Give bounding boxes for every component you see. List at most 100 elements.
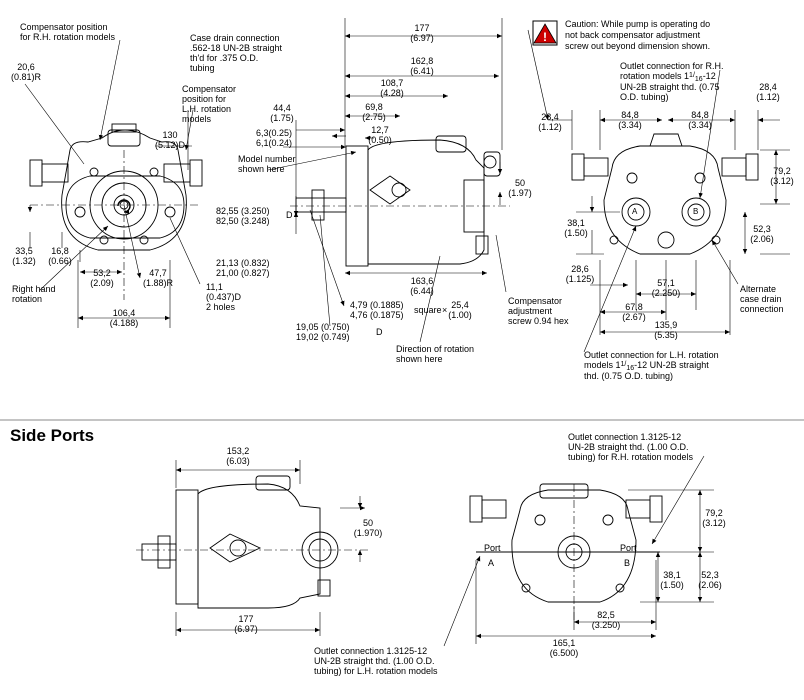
dim-135-9: 135,9 bbox=[654, 320, 678, 330]
sp-dim-6-03: (6.03) bbox=[226, 456, 250, 466]
dim-28-4-right: 28,4 bbox=[759, 82, 777, 92]
label-compensator-adj-1: Compensator bbox=[508, 296, 563, 306]
label-compensator-rh-1: Compensator position bbox=[20, 22, 108, 32]
label-compensator-lh-1: Compensator bbox=[182, 84, 237, 94]
dim-0-66: (0.66) bbox=[48, 256, 72, 266]
sp-dim-79-2: 79,2 bbox=[705, 508, 723, 518]
sp-label-outlet-rh-1: Outlet connection 1.3125-12 bbox=[568, 432, 682, 442]
rear-view-dimensions bbox=[527, 29, 790, 353]
label-outlet-rh-2: rotation models 11/16-12 bbox=[620, 71, 716, 83]
dim-3-34-right: (3.34) bbox=[688, 120, 712, 130]
sp-dim-52-3: 52,3 bbox=[701, 570, 719, 580]
sp-port-a-letter: A bbox=[488, 558, 495, 568]
dim-84-8-left: 84,8 bbox=[621, 110, 639, 120]
sp-label-outlet-rh-3: tubing) for R.H. rotation models bbox=[568, 452, 694, 462]
dim-4-76: 4,76 (0.1875) bbox=[350, 310, 404, 320]
label-compensator-lh-4: models bbox=[182, 114, 212, 124]
label-model-number-2: shown here bbox=[238, 164, 285, 174]
label-case-drain-1: Case drain connection bbox=[190, 33, 280, 43]
dim-6-41: (6.41) bbox=[410, 66, 434, 76]
dim-106-4: 106,4 bbox=[112, 308, 136, 318]
sp-dim-3-12: (3.12) bbox=[702, 518, 726, 528]
sp-label-outlet-lh-2: UN-2B straight thd. (1.00 O.D. bbox=[314, 656, 435, 666]
dim-2-06: (2.06) bbox=[750, 234, 774, 244]
dim-6-97: (6.97) bbox=[410, 33, 434, 43]
dim-1-32: (1.32) bbox=[12, 256, 36, 266]
dim-6-1: 6,1(0.24) bbox=[256, 138, 293, 148]
side-view-dimensions bbox=[267, 18, 507, 343]
label-2-holes: 2 holes bbox=[206, 302, 236, 312]
dim-2-09: (2.09) bbox=[90, 278, 114, 288]
label-times: × bbox=[442, 305, 448, 315]
dim-28-4-left: 28,4 bbox=[541, 112, 559, 122]
sp-dim-6-500: (6.500) bbox=[549, 648, 579, 658]
label-compensator-lh-3: L.H. rotation bbox=[182, 104, 232, 114]
dim-0-437: (0.437)D bbox=[206, 292, 242, 302]
dim-1-50: (1.50) bbox=[564, 228, 588, 238]
caution-text-line-1: Caution: While pump is operating do bbox=[565, 19, 711, 29]
label-outlet-lh-2: models 11/16-12 UN-2B straight bbox=[584, 360, 709, 372]
caution-warning-icon: ! bbox=[532, 20, 558, 46]
label-outlet-rh-1: Outlet connection for R.H. bbox=[620, 61, 724, 71]
dim-44-4: 44,4 bbox=[273, 103, 291, 113]
label-right-hand-1: Right hand bbox=[12, 284, 56, 294]
dim-20-6: 20,6 bbox=[17, 62, 35, 72]
dim-21-13: 21,13 (0.832) bbox=[216, 258, 270, 268]
sp-dim-153-2: 153,2 bbox=[226, 446, 250, 456]
dim-1-88: (1.88)R bbox=[142, 278, 173, 288]
port-b-label: B bbox=[693, 207, 699, 216]
sp-label-outlet-lh-1: Outlet connection 1.3125-12 bbox=[314, 646, 428, 656]
section-title-side-ports: Side Ports bbox=[10, 426, 95, 445]
dim-4-79: 4,79 (0.1885) bbox=[350, 300, 404, 310]
sideports-side-pump bbox=[136, 475, 370, 609]
caution-text-line-2: not back compensator adjustment bbox=[565, 30, 701, 40]
label-compensator-adj-2: adjustment bbox=[508, 306, 553, 316]
rotation-arrow-icon bbox=[117, 199, 131, 215]
dim-38-1: 38,1 bbox=[567, 218, 585, 228]
dim-0-81: (0.81)R bbox=[10, 72, 41, 82]
dim-5-35: (5.35) bbox=[654, 330, 678, 340]
sp-port-b-label: Port bbox=[620, 543, 637, 553]
sp-dim-50: 50 bbox=[362, 518, 373, 528]
label-direction-1: Direction of rotation bbox=[396, 344, 475, 354]
dim-19-05: 19,05 (0.750) bbox=[296, 322, 350, 332]
front-view-pump bbox=[29, 123, 203, 300]
label-outlet-rh-3: UN-2B straight thd. (0.75 bbox=[620, 82, 720, 92]
dim-1-97: (1.97) bbox=[508, 188, 532, 198]
dim-47-7: 47,7 bbox=[149, 268, 167, 278]
dim-d2-label: D bbox=[376, 327, 383, 337]
dim-57-1: 57,1 bbox=[657, 278, 675, 288]
dim-108-7: 108,7 bbox=[380, 78, 404, 88]
label-case-drain-3: th'd for .375 O.D. bbox=[190, 53, 259, 63]
dim-21-00: 21,00 (0.827) bbox=[216, 268, 270, 278]
dim-2-67: (2.67) bbox=[622, 312, 646, 322]
label-outlet-rh-4: O.D. tubing) bbox=[620, 92, 669, 102]
sideports-rear-pump bbox=[469, 483, 663, 620]
dim-67-8: 67,8 bbox=[625, 302, 643, 312]
label-case-drain-4: tubing bbox=[190, 63, 215, 73]
dim-0-50: (0.50) bbox=[368, 135, 392, 145]
label-alt-drain-3: connection bbox=[740, 304, 784, 314]
sp-port-a-label: Port bbox=[484, 543, 501, 553]
dim-177: 177 bbox=[414, 23, 430, 33]
dim-d-label: D bbox=[286, 210, 293, 220]
sp-dim-82-5: 82,5 bbox=[597, 610, 615, 620]
dim-4-188: (4.188) bbox=[109, 318, 139, 328]
dim-1-125: (1.125) bbox=[565, 274, 595, 284]
sp-dim-6-97: (6.97) bbox=[234, 624, 258, 634]
dim-2-250: (2.250) bbox=[651, 288, 681, 298]
sp-dim-165-1: 165,1 bbox=[552, 638, 576, 648]
dim-33-5: 33,5 bbox=[15, 246, 33, 256]
dim-6-3: 6,3(0.25) bbox=[256, 128, 293, 138]
dim-82-55: 82,55 (3.250) bbox=[216, 206, 270, 216]
dim-19-02: 19,02 (0.749) bbox=[296, 332, 350, 342]
label-compensator-adj-3: screw 0.94 hex bbox=[508, 316, 569, 326]
side-view-pump bbox=[290, 135, 510, 267]
label-model-number-1: Model number bbox=[238, 154, 296, 164]
sp-dim-1-970: (1.970) bbox=[353, 528, 383, 538]
rear-view-pump bbox=[571, 133, 759, 255]
dim-69-8: 69,8 bbox=[365, 102, 383, 112]
sp-label-outlet-lh-3: tubing) for L.H. rotation models bbox=[314, 666, 438, 676]
dim-16-8: 16,8 bbox=[51, 246, 69, 256]
